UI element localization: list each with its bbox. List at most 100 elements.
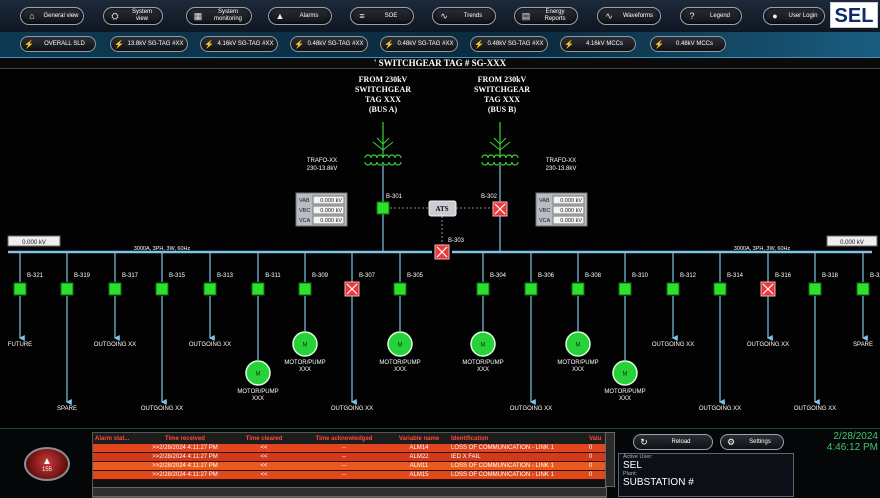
alarm-cell-ident: LOSS OF COMMUNICATION - LINK 1 <box>451 472 554 478</box>
sld-nav-label: 0.48kV SG-TAG #XX <box>397 41 454 47</box>
feeder-breaker[interactable] <box>713 282 727 296</box>
feeder-id-label: B-310 <box>632 273 649 279</box>
nav-system-view-button[interactable]: ⛭System view <box>103 7 163 25</box>
nav-energy-reports-button[interactable]: ▤Energy Reports <box>514 7 578 25</box>
motor-symbol[interactable]: M <box>387 331 413 357</box>
sld-nav-button-3[interactable]: ⚡0.48kV SG-TAG #XX <box>290 36 368 52</box>
feeder-breaker[interactable] <box>13 282 27 296</box>
source-b-label: TAG XXX <box>484 95 520 104</box>
col-time-acknowledged[interactable]: Time acknowledged <box>315 435 373 442</box>
nav-button-label: Energy Reports <box>544 9 566 22</box>
feeder-breaker[interactable] <box>808 282 822 296</box>
feeder-breaker[interactable] <box>60 282 74 296</box>
feeder-breaker[interactable] <box>108 282 122 296</box>
nav-alarms-button[interactable]: ▲Alarms <box>268 7 332 25</box>
alarm-cell-var: ALM15 <box>409 472 429 478</box>
feeder-breaker[interactable] <box>524 282 538 296</box>
feeder-breaker[interactable] <box>856 282 870 296</box>
sld-nav-button-7[interactable]: ⚡0.48kV MCCs <box>650 36 726 52</box>
load-label: SPARE <box>57 406 77 412</box>
breaker-b302[interactable] <box>492 201 508 217</box>
col-time-cleared[interactable]: Time cleared <box>245 435 283 442</box>
alarm-table-horizontal-scrollbar[interactable] <box>92 487 607 497</box>
feeder-breaker[interactable] <box>476 282 490 296</box>
nav-soe-button[interactable]: ≡SOE <box>350 7 414 25</box>
breaker-b302-open-mark <box>494 203 506 215</box>
feeder-breaker[interactable] <box>155 282 169 296</box>
alarm-summary-button[interactable]: ▲ 155 <box>24 447 70 481</box>
bus-a-kv-box <box>7 235 61 247</box>
feeder-id-label: B-319 <box>74 273 91 279</box>
feeder-breaker[interactable] <box>760 281 776 297</box>
sld-nav-button-1[interactable]: ⚡13.8kV SG-TAG #XX <box>110 36 188 52</box>
motor-symbol[interactable]: M <box>470 331 496 357</box>
waveform-icon: ∿ <box>605 10 613 21</box>
feeder-breaker[interactable] <box>393 282 407 296</box>
col-value[interactable]: Valu <box>589 435 602 442</box>
feeder-breaker[interactable] <box>203 282 217 296</box>
sld-nav-button-5[interactable]: ⚡0.48kV SG-TAG #XX <box>470 36 548 52</box>
feeder-breaker[interactable] <box>344 281 360 297</box>
feeder-breaker[interactable] <box>571 282 585 296</box>
nav-system-monitoring-button[interactable]: ▦System monitoring <box>186 7 252 25</box>
source-a-label: TAG XXX <box>365 95 401 104</box>
sld-nav-button-0[interactable]: ⚡OVERALL SLD <box>20 36 96 52</box>
nav-trends-button[interactable]: ∿Trends <box>432 7 496 25</box>
breaker-b301[interactable] <box>376 201 390 215</box>
ats-label: ATS <box>435 205 448 213</box>
motor-symbol[interactable]: M <box>292 331 318 357</box>
sld-nav-label: 4.16kV MCCs <box>585 41 623 47</box>
settings-button[interactable]: ⚙ Settings <box>720 434 784 450</box>
col-variable-name[interactable]: Variable name <box>398 435 440 442</box>
nav-legend-button[interactable]: ?Legend <box>680 7 742 25</box>
feeder-breaker-body <box>108 282 122 296</box>
load-label: FUTURE <box>8 342 32 348</box>
home-icon: ⌂ <box>29 11 35 21</box>
motor-symbol[interactable]: M <box>245 360 271 386</box>
motor-icon <box>470 331 496 357</box>
alarm-table-vertical-scrollbar[interactable] <box>605 432 615 487</box>
breaker-b303[interactable] <box>434 244 450 260</box>
feeder-id-label: B-316 <box>775 273 792 279</box>
sld-nav-button-4[interactable]: ⚡0.48kV SG-TAG #XX <box>380 36 458 52</box>
sld-nav-button-6[interactable]: ⚡4.16kV MCCs <box>560 36 636 52</box>
feeder-breaker[interactable] <box>251 282 265 296</box>
reload-button[interactable]: ↻ Reload <box>633 434 713 450</box>
voltage-value: 0.000 kV <box>320 198 342 204</box>
nav-general-view-button[interactable]: ⌂General view <box>20 7 84 25</box>
motor-symbol[interactable]: M <box>565 331 591 357</box>
col-alarm-status[interactable]: Alarm stat... <box>95 435 130 442</box>
help-icon: ? <box>689 11 695 21</box>
feeder-breaker[interactable] <box>298 282 312 296</box>
feeder-breaker[interactable] <box>666 282 680 296</box>
motor-icon <box>612 360 638 386</box>
bus-b-kv-box <box>826 235 878 247</box>
nav-user-login-button[interactable]: ●User Login <box>763 7 825 25</box>
feeder-breaker-open-mark <box>346 283 358 295</box>
feeder-breaker-body <box>60 282 74 296</box>
nav-waveforms-button[interactable]: ∿Waveforms <box>597 7 661 25</box>
feeder-breaker-body <box>13 282 27 296</box>
alarm-cell-ack: -- <box>342 472 346 478</box>
col-time-received[interactable]: Time received <box>165 435 205 442</box>
feeder-breaker-open-mark <box>762 283 774 295</box>
ats-button[interactable]: ATS <box>428 200 457 217</box>
title-bar <box>0 58 880 69</box>
load-label: OUTGOING XX <box>331 406 373 412</box>
feeder-breaker[interactable] <box>618 282 632 296</box>
load-label: OUTGOING XX <box>652 342 694 348</box>
alarm-cell-val: 0 <box>589 472 593 478</box>
sld-nav-button-2[interactable]: ⚡4.16kV SG-TAG #XX <box>200 36 278 52</box>
col-identification[interactable]: Identification <box>451 435 489 442</box>
motor-symbol[interactable]: M <box>612 360 638 386</box>
